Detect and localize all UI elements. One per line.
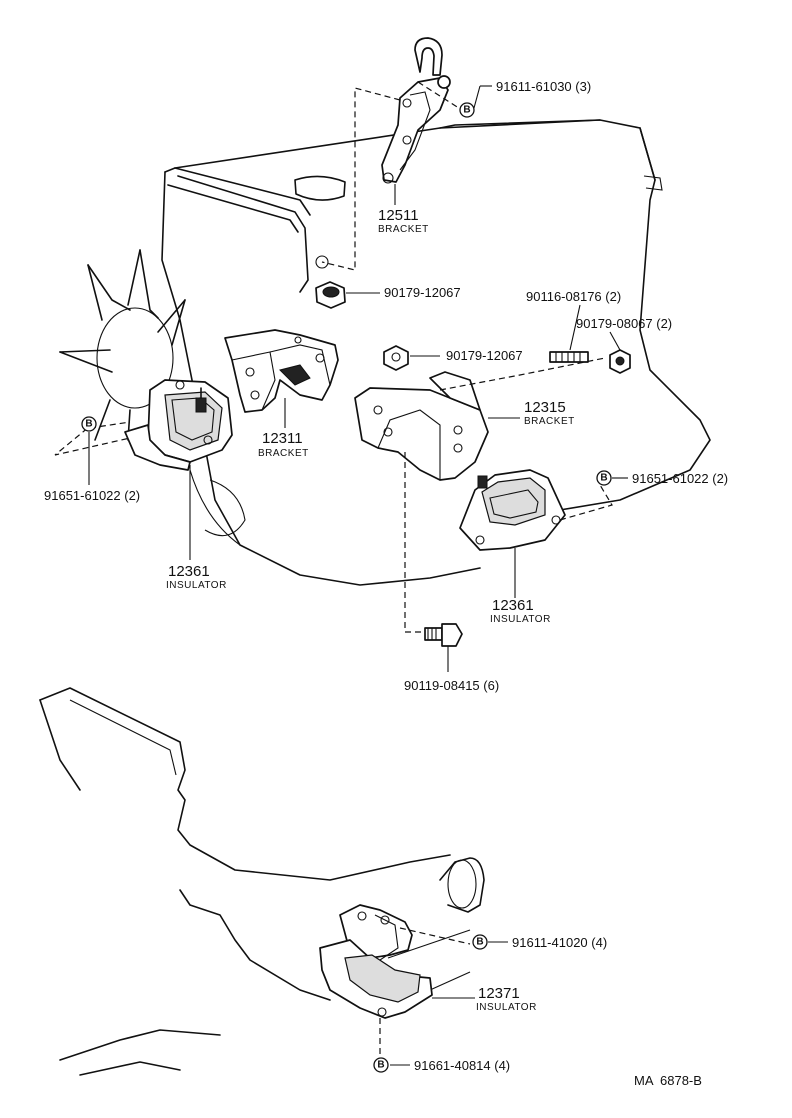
label-90119-08415: 90119-08415 (6) [404, 678, 499, 693]
label-12371-sub: INSULATOR [476, 1002, 537, 1013]
label-12311-sub: BRACKET [258, 448, 309, 459]
label-90179-12067-lower: 90179-12067 [446, 348, 523, 363]
svg-text:B: B [463, 105, 470, 116]
label-91611-61030: 91611-61030 (3) [496, 79, 591, 94]
bolt-90119-08415 [424, 623, 463, 647]
callout-b-91611-61030: B [459, 102, 475, 118]
label-12511-sub: BRACKET [378, 224, 429, 235]
label-90179-08067: 90179-08067 (2) [576, 316, 672, 331]
label-12361-left-sub: INSULATOR [166, 580, 227, 591]
label-12315-sub: BRACKET [524, 416, 575, 427]
svg-text:B: B [476, 937, 483, 948]
label-90179-12067-upper: 90179-12067 [384, 285, 461, 300]
bracket-12511 [381, 37, 451, 184]
leader-lines [88, 85, 628, 1066]
insulator-12361-right [459, 469, 566, 551]
label-12361-right: 12361 [492, 597, 534, 614]
cooling-fan [59, 249, 186, 441]
dashed-guide-lines [54, 81, 613, 1055]
label-91661-40814: 91661-40814 (4) [414, 1058, 510, 1073]
transmission-outline [39, 687, 485, 1076]
nut-90179-08067 [609, 349, 631, 374]
svg-text:B: B [85, 419, 92, 430]
svg-text:B: B [377, 1060, 384, 1071]
label-12361-left: 12361 [168, 563, 210, 580]
callout-b-91651-61022-left: B [81, 416, 97, 432]
label-12311: 12311 [262, 430, 303, 447]
label-12371: 12371 [478, 985, 520, 1002]
callout-b-91661-40814: B [373, 1057, 389, 1073]
label-12315: 12315 [524, 399, 566, 416]
label-90116-08176: 90116-08176 (2) [526, 289, 621, 304]
label-91651-61022-right: 91651-61022 (2) [632, 471, 728, 486]
label-12361-right-sub: INSULATOR [490, 614, 551, 625]
nut-90179-12067-lower [383, 345, 409, 371]
engine-block-outline [161, 119, 711, 586]
stud-90116-08176 [549, 351, 589, 363]
reference-code: MA 6878-B [634, 1073, 702, 1088]
bracket-12311 [224, 329, 339, 413]
nut-90179-12067-upper [315, 281, 346, 309]
svg-text:B: B [600, 473, 607, 484]
label-91611-41020: 91611-41020 (4) [512, 935, 607, 950]
callout-b-91611-41020: B [472, 934, 488, 950]
bracket-12315 [354, 371, 489, 481]
insulator-12371 [319, 904, 433, 1019]
insulator-12361-left [124, 379, 233, 471]
callout-b-91651-61022-right: B [596, 470, 612, 486]
label-12511: 12511 [378, 207, 419, 224]
label-91651-61022-left: 91651-61022 (2) [44, 488, 140, 503]
